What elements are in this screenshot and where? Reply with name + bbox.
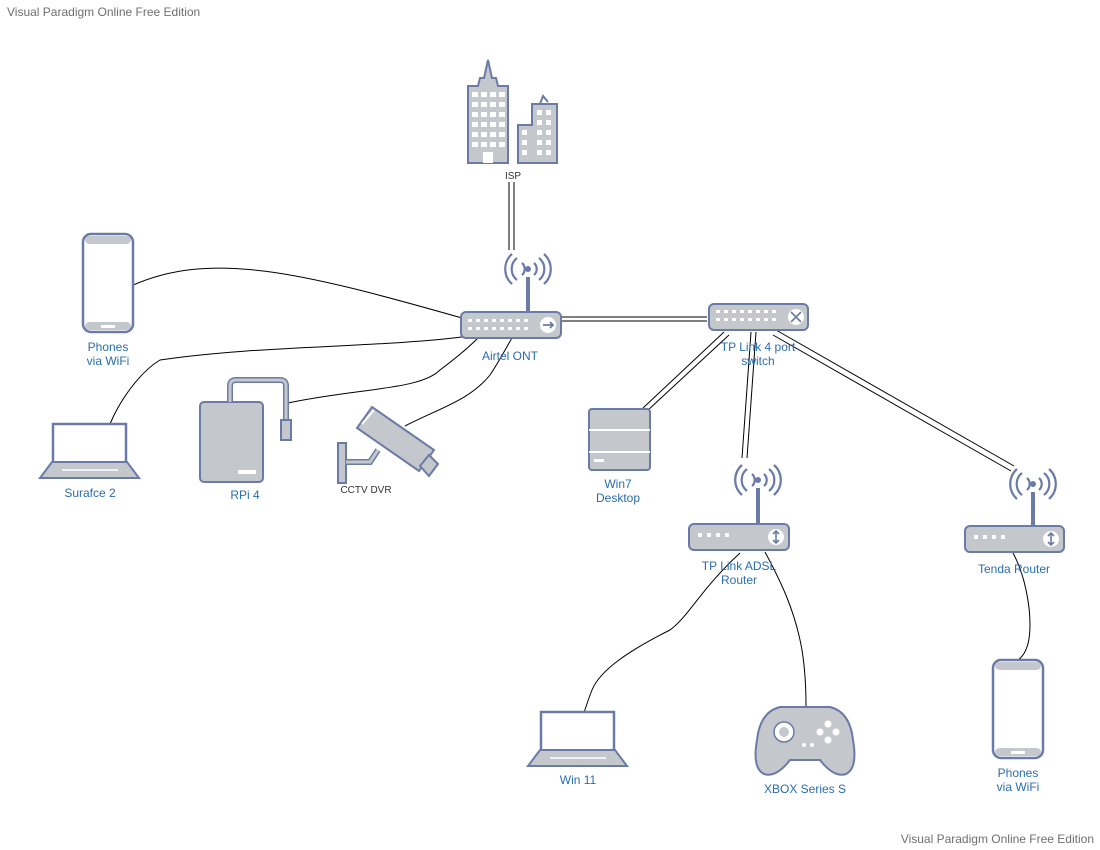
link-switch-tenda	[772, 329, 1015, 472]
link-surface-ont	[109, 335, 471, 425]
link-switch-adsl	[741, 331, 757, 459]
link-phones-ont	[130, 267, 463, 319]
watermark-top: Visual Paradigm Online Free Edition	[7, 5, 201, 19]
smartphone-icon	[81, 232, 135, 334]
node-label-isp: ISP	[504, 171, 522, 182]
wireless-router-icon	[688, 463, 790, 551]
link-tenda-phones	[1012, 552, 1031, 661]
node-label-phones-left: Phones via WiFi	[86, 340, 130, 368]
link-ont-switch	[562, 316, 707, 322]
node-label-adsl: TP Link ADSL Router	[701, 559, 777, 587]
node-label-cctv: CCTV DVR	[340, 485, 392, 496]
laptop-icon	[38, 422, 141, 479]
link-switch-win7	[642, 331, 730, 412]
wireless-router-icon	[964, 467, 1065, 553]
security-camera-icon	[337, 405, 440, 484]
link-adsl-xbox	[764, 551, 807, 707]
desktop-computer-icon	[588, 408, 651, 471]
link-isp-ont	[508, 182, 515, 250]
link-adsl-win11	[577, 552, 741, 731]
link-rpi-ont	[287, 337, 479, 404]
external-drive-icon	[199, 377, 292, 483]
node-label-win11: Win 11	[559, 773, 597, 787]
laptop-icon	[526, 710, 629, 767]
watermark-bottom: Visual Paradigm Online Free Edition	[900, 832, 1094, 846]
node-label-switch: TP Link 4 port switch	[720, 340, 796, 368]
network-switch-icon	[708, 303, 809, 331]
node-label-phones-right: Phones via WiFi	[996, 766, 1040, 794]
node-label-ont: Airtel ONT	[481, 349, 538, 363]
node-label-surface: Surafce 2	[64, 486, 116, 500]
wireless-router-icon	[460, 252, 562, 339]
connections	[109, 182, 1031, 731]
node-label-rpi: RPi 4	[230, 488, 260, 502]
node-label-tenda: Tenda Router	[977, 562, 1051, 576]
node-label-win7: Win7 Desktop	[595, 477, 641, 505]
node-label-xbox: XBOX Series S	[763, 782, 847, 796]
gamepad-icon	[754, 706, 856, 776]
link-cctv-ont	[404, 337, 513, 427]
office-buildings-icon	[467, 59, 558, 164]
smartphone-icon	[991, 658, 1045, 760]
